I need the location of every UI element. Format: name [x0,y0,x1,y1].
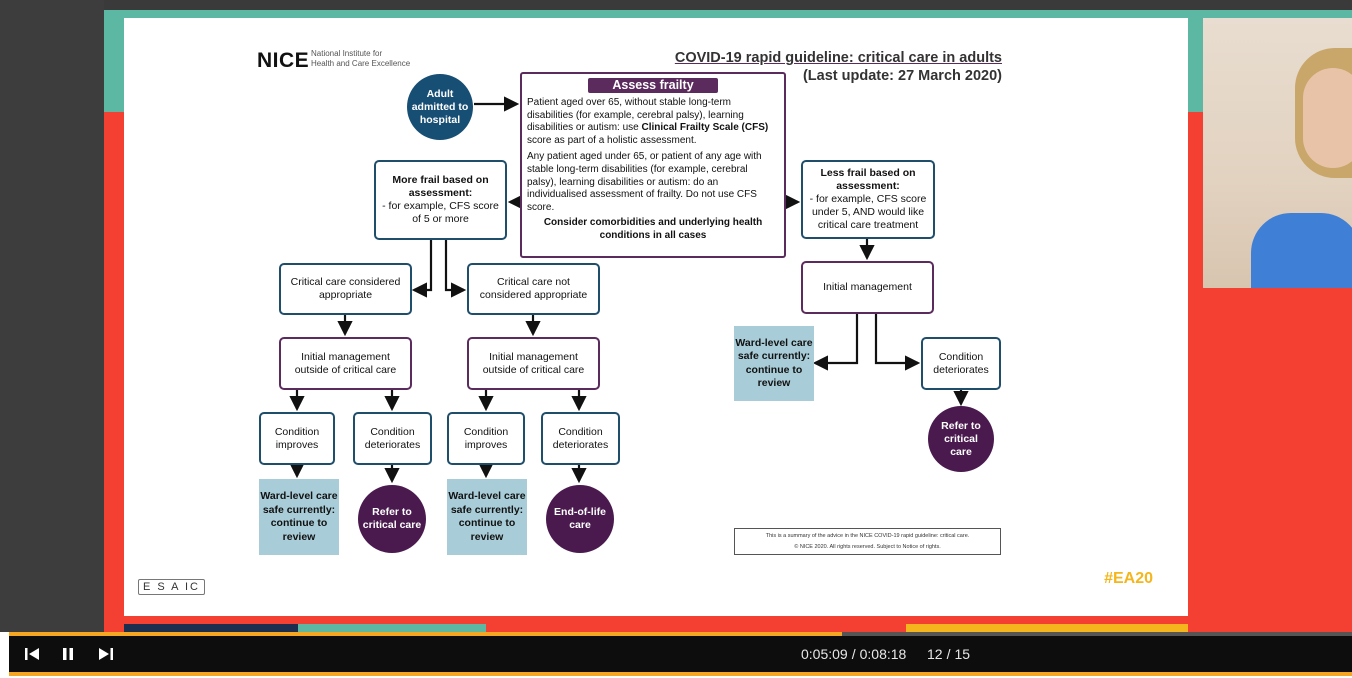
presenter-face [1303,68,1352,168]
assess-frailty-header: Assess frailty [588,78,718,93]
refer-critical-care-left: Refer to critical care [358,485,426,553]
skip-previous-icon[interactable] [19,636,45,672]
assess-frailty-box: Assess frailty Patient aged over 65, wit… [520,72,786,258]
condition-improves-right: Condition improves [447,412,525,465]
condition-deteriorates-far-right: Condition deteriorates [921,337,1001,390]
slide-current: 12 [927,646,943,662]
skip-next-icon[interactable] [93,636,119,672]
presenter-webcam [1203,18,1352,288]
video-left-panel [0,0,104,632]
less-frail-title: Less frail based on assessment: [820,167,916,192]
critical-care-not-appropriate-box: Critical care not considered appropriate [467,263,600,315]
initial-management-outside-left: Initial management outside of critical c… [279,337,412,390]
slide-counter: 12 / 15 [927,646,971,662]
assess-p1-bold: Clinical Frailty Scale (CFS) [641,122,769,134]
ward-level-middle: Ward-level care safe currently: continue… [447,479,527,555]
slide-strip-navy [124,624,298,634]
condition-deteriorates-left: Condition deteriorates [353,412,432,465]
slide-title-line2: (Last update: 27 March 2020) [802,68,1002,84]
presenter-shirt [1251,213,1352,288]
pause-icon[interactable] [55,636,81,672]
initial-management-right: Initial management [801,261,934,314]
more-frail-title: More frail based on assessment: [392,174,489,199]
assess-frailty-para3: Consider comorbidities and underlying he… [543,217,763,241]
footer-note-line1: This is a summary of the advice in the N… [765,533,970,539]
slide-title: COVID-19 rapid guideline: critical care … [675,49,1002,85]
critical-care-appropriate-box: Critical care considered appropriate [279,263,412,315]
event-hashtag: #EA20 [1104,570,1153,587]
slide: NICE National Institute for Health and C… [124,18,1188,634]
nice-logo-subtitle: National Institute for Health and Care E… [311,49,410,69]
more-frail-box: More frail based on assessment: - for ex… [374,160,507,240]
time-separator: / [851,646,856,662]
slide-strip-red [486,624,906,634]
ward-level-right: Ward-level care safe currently: continue… [734,326,814,401]
time-current: 0:05:09 [801,646,848,662]
assess-p1-text: Patient aged over 65, without stable lon… [527,97,744,134]
assess-frailty-para2: Any patient aged under 65, or patient of… [527,151,762,213]
less-frail-box: Less frail based on assessment: - for ex… [801,160,935,239]
footer-note: This is a summary of the advice in the N… [734,528,1001,555]
nice-subtitle-line2: Health and Care Excellence [311,59,411,68]
slide-total: 15 [954,646,971,662]
progress-fill [9,632,842,636]
flowchart-connectors [289,96,969,484]
condition-deteriorates-right: Condition deteriorates [541,412,620,465]
condition-improves-left: Condition improves [259,412,335,465]
end-of-life-care: End-of-life care [546,485,614,553]
refer-critical-care-right: Refer to critical care [928,406,994,472]
slide-strip-yellow [906,624,1188,634]
adult-admitted-node: Adult admitted to hospital [407,74,473,140]
footer-note-line2: © NICE 2020. All rights reserved. Subjec… [794,544,941,550]
esaic-logo: E S A IC [138,579,205,595]
player-controls-bar: 0:05:09 / 0:08:18 12 / 15 [9,636,1352,672]
more-frail-detail: - for example, CFS score of 5 or more [382,200,499,225]
ward-level-left: Ward-level care safe currently: continue… [259,479,339,555]
assess-p1-end: score as part of a holistic assessment. [527,134,697,146]
playback-time: 0:05:09 / 0:08:18 [801,636,906,672]
nice-subtitle-line1: National Institute for [311,49,383,58]
assess-frailty-para1: Patient aged over 65, without stable lon… [527,97,779,147]
nice-logo: NICE [257,49,310,72]
slide-title-line1: COVID-19 rapid guideline: critical care … [674,50,1002,66]
time-total: 0:08:18 [859,646,907,662]
initial-management-outside-right: Initial management outside of critical c… [467,337,600,390]
slide-strip-teal [298,624,486,634]
bottom-accent-line [9,672,1352,676]
less-frail-detail: - for example, CFS score under 5, AND wo… [809,193,927,231]
